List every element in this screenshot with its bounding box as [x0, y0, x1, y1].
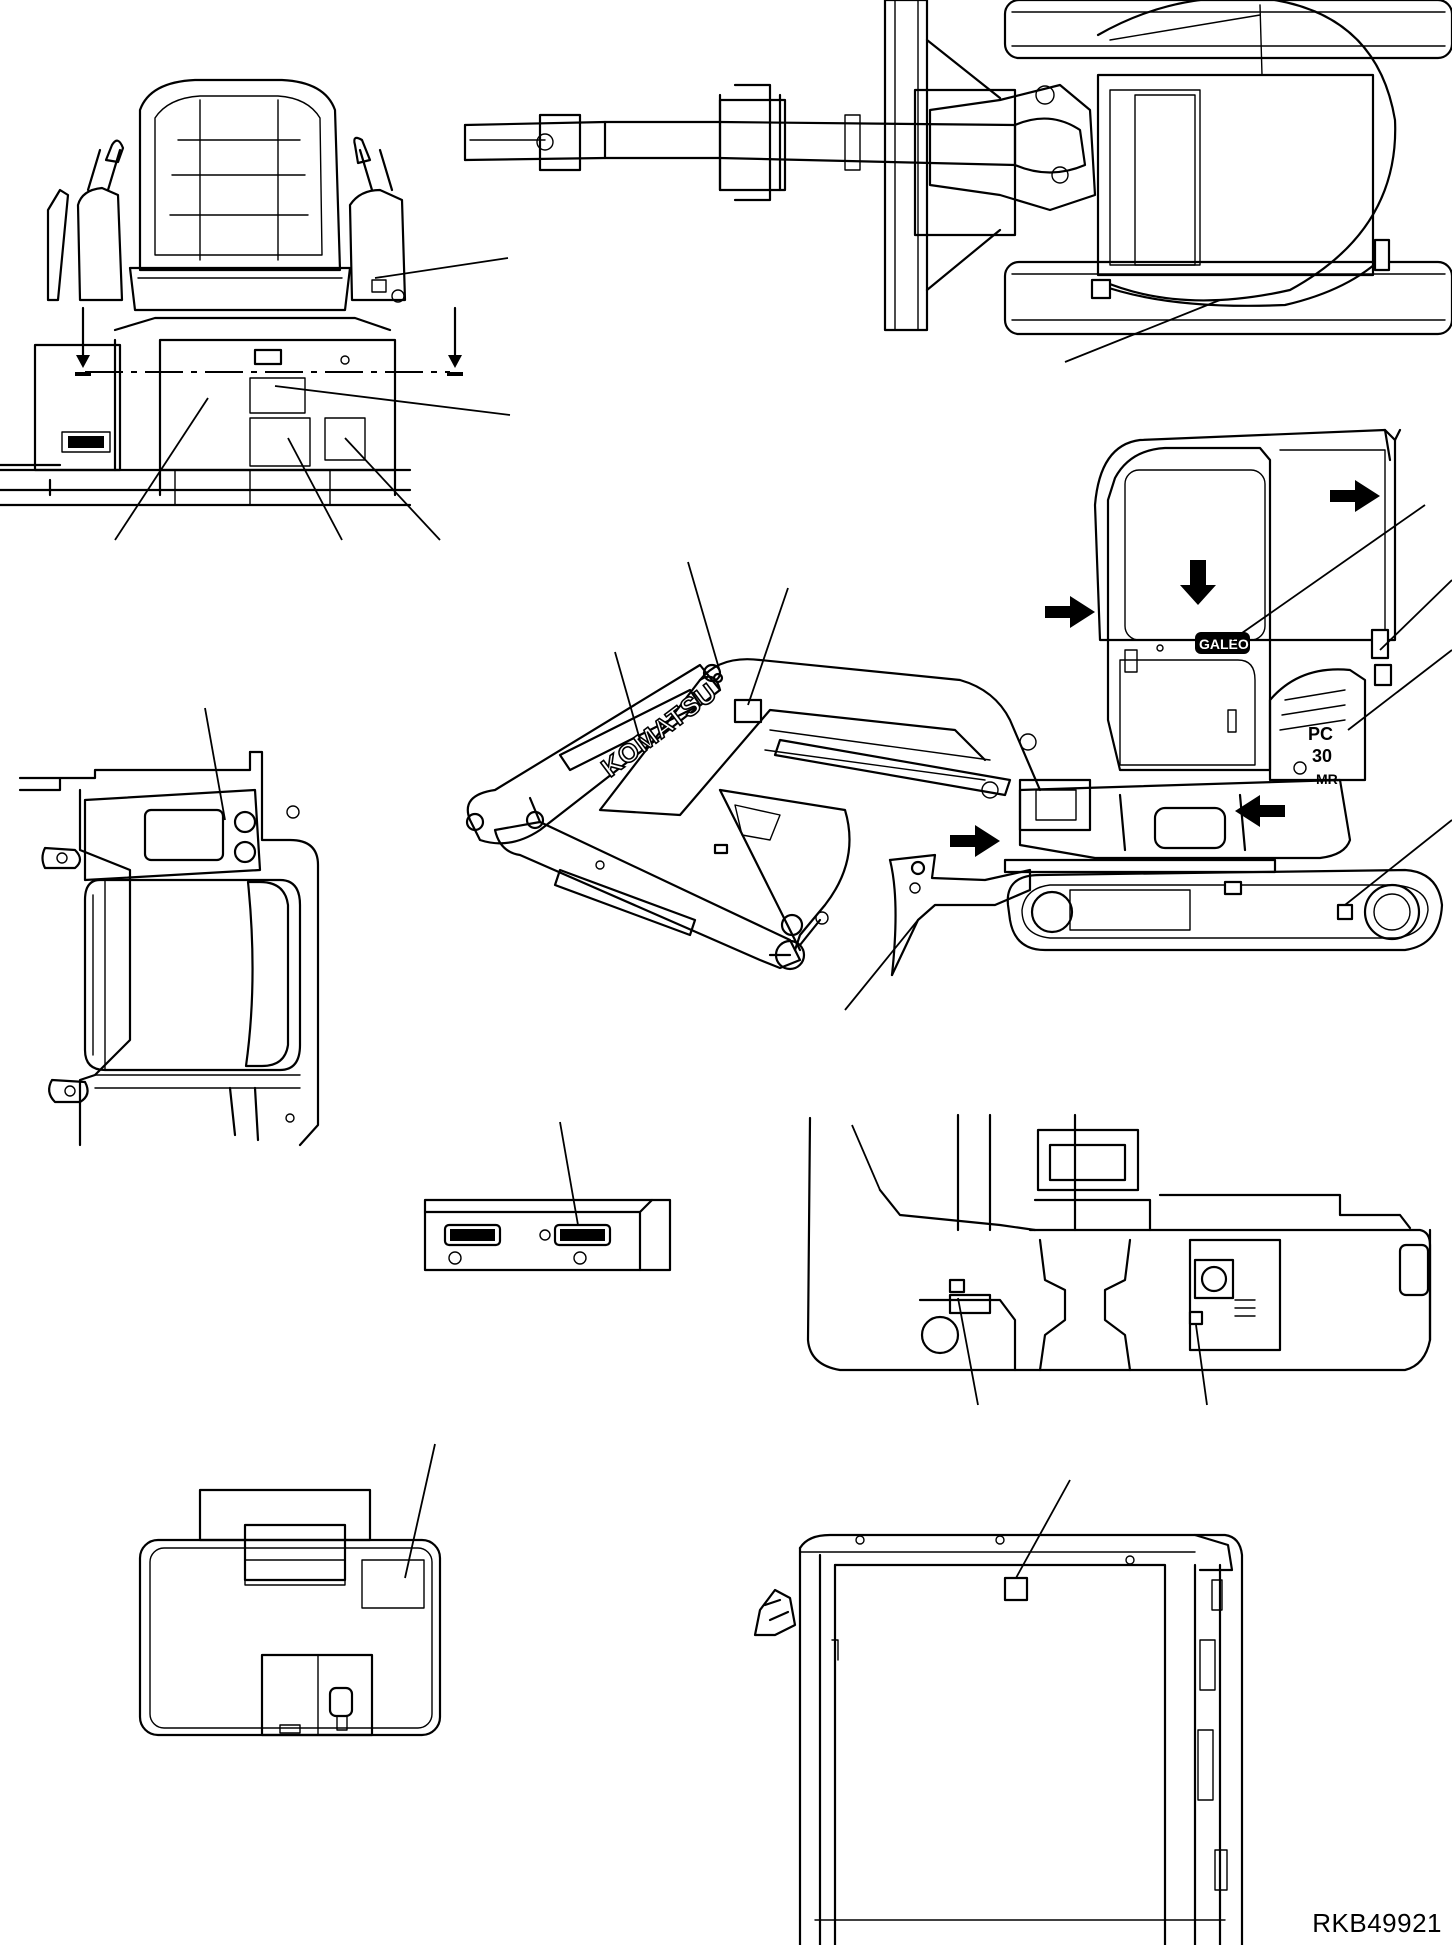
leader-line [344, 437, 441, 541]
leader-line [747, 587, 789, 706]
seat-front-view [0, 78, 511, 541]
leader-line [1347, 649, 1452, 731]
leader-line [1344, 819, 1452, 906]
leader-line [844, 919, 919, 1011]
leader-line [1231, 504, 1426, 641]
leader-line [114, 397, 209, 541]
machine-top-view [463, 0, 1452, 363]
leader-line [287, 437, 343, 541]
model-badge-line2: 30 [1312, 746, 1332, 766]
leader-line [374, 257, 509, 279]
cab-badge-text: GALEO [1199, 636, 1249, 652]
storage-box-view [138, 1443, 442, 1737]
rear-lower-view [806, 1113, 1432, 1406]
model-badge-line3: MR [1316, 771, 1338, 787]
leader-line [204, 707, 226, 821]
model-badge-line1: PC [1308, 724, 1333, 744]
leader-line [404, 1443, 436, 1579]
leader-line [1015, 1479, 1071, 1579]
arm-logo-text: KOMATSU [596, 677, 723, 783]
seat-top-view [18, 707, 320, 1147]
battery-box-view [423, 1121, 672, 1272]
leader-line [274, 385, 511, 416]
leader-line [851, 1124, 881, 1191]
leader-line [614, 651, 641, 741]
leader-line [1195, 1324, 1208, 1406]
drawing-reference-code: RKB49921 [1312, 1908, 1442, 1938]
machine-side-view: GALEO PC 30 MR [465, 428, 1452, 1011]
leader-line [957, 1297, 979, 1406]
cab-frame-view [753, 1479, 1244, 1945]
leader-line [1064, 299, 1221, 363]
leader-line [1379, 579, 1452, 651]
leader-line [559, 1121, 579, 1226]
leader-line [687, 561, 721, 673]
